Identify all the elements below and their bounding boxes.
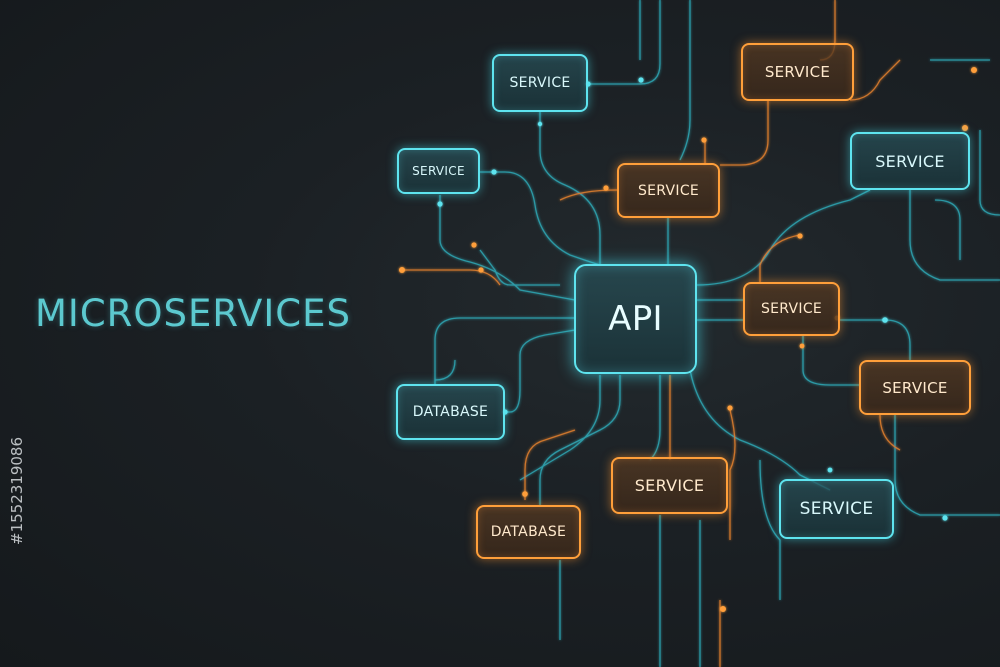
api-hub-node: API [574,264,697,374]
database-label: DATABASE [490,524,567,540]
api-label: API [608,299,663,339]
service-label: SERVICE [637,182,700,199]
database-node-left: DATABASE [396,384,505,440]
service-node-right-top: SERVICE [850,132,970,190]
service-label: SERVICE [799,499,874,519]
database-node-bottom: DATABASE [476,505,581,559]
stock-id-watermark: #1552319086 [8,436,26,545]
service-label: SERVICE [509,75,571,91]
service-node-center-orange: SERVICE [617,163,720,218]
service-node-bottom-orange: SERVICE [611,457,728,514]
database-label: DATABASE [412,404,489,420]
service-node-top-left: SERVICE [492,54,588,112]
page-title: MICROSERVICES [35,292,351,335]
service-label: SERVICE [882,378,948,397]
service-label: SERVICE [412,164,465,178]
service-node-right-mid: SERVICE [743,282,840,336]
service-label: SERVICE [760,301,823,317]
service-node-bottom-right: SERVICE [779,479,894,539]
service-node-top-orange: SERVICE [741,43,854,101]
service-label: SERVICE [764,63,831,81]
service-label: SERVICE [634,476,705,495]
service-label: SERVICE [875,151,945,171]
service-node-right-lower: SERVICE [859,360,971,415]
service-node-left-small: SERVICE [397,148,480,194]
